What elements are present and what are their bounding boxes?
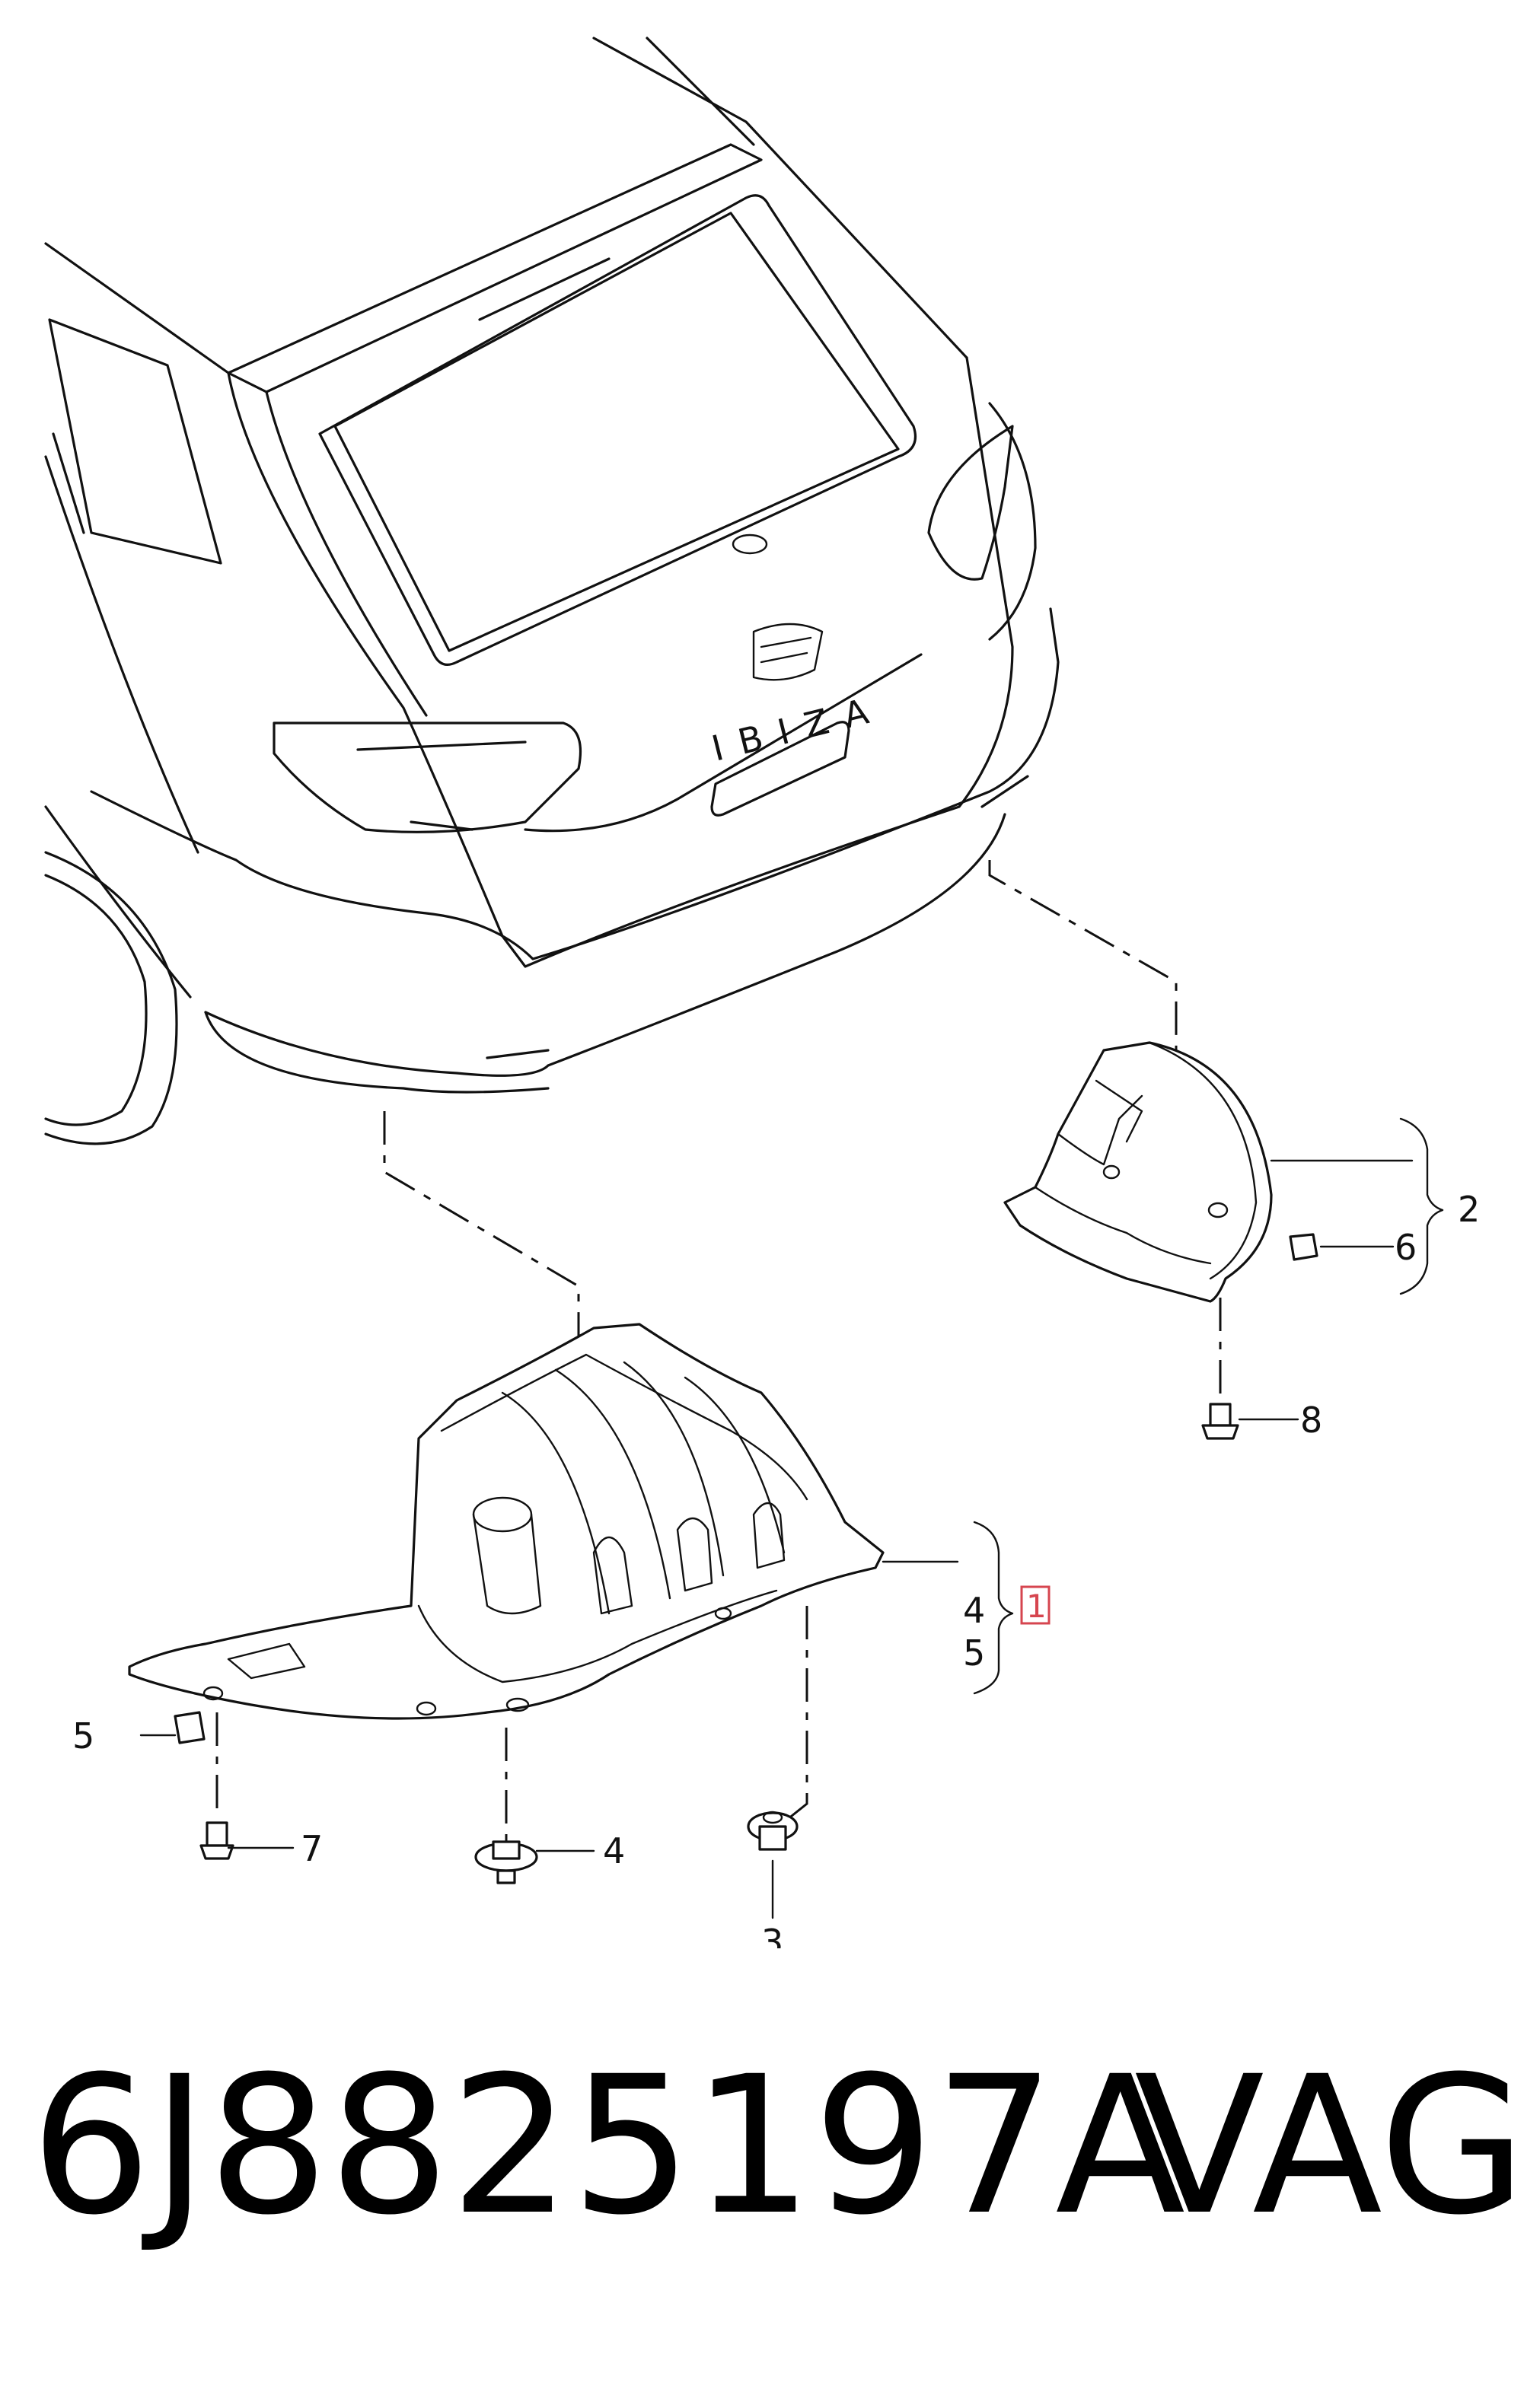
highlight-box-1: [1020, 1585, 1051, 1625]
callout-labels: 2 6 8 4 5 1 5 7 4 3: [72, 1189, 1480, 1948]
fasteners: [174, 1233, 1318, 1884]
part-1-underbody-cover: [128, 1323, 885, 1720]
label-2: 2: [1458, 1189, 1480, 1230]
grommet-3: [747, 1811, 799, 1851]
label-3: 3: [761, 1922, 783, 1948]
label-5-group: 5: [963, 1632, 985, 1674]
nut-4: [474, 1840, 538, 1884]
brand-caption: VAG: [1134, 2035, 1524, 2257]
clip-6: [1289, 1233, 1318, 1261]
part-number-caption: 6J8825197A: [30, 2035, 1186, 2257]
label-6: 6: [1395, 1227, 1417, 1268]
clip-5: [174, 1711, 206, 1744]
assembly-leaders: [215, 860, 1222, 1842]
car-rear-illustration: IBIZA: [44, 37, 1060, 1145]
callout-leaders: [139, 1117, 1444, 1919]
label-8: 8: [1300, 1400, 1322, 1441]
label-7: 7: [301, 1828, 323, 1869]
label-1-highlighted: 1: [1026, 1588, 1047, 1625]
screw-8: [1201, 1403, 1239, 1440]
label-5: 5: [72, 1715, 94, 1757]
label-4: 4: [603, 1830, 625, 1871]
parts-diagram: IBIZA: [44, 37, 1480, 1948]
part-2-wheel-liner: [1003, 1041, 1273, 1303]
label-4-group: 4: [963, 1590, 985, 1631]
screw-7: [199, 1821, 234, 1860]
